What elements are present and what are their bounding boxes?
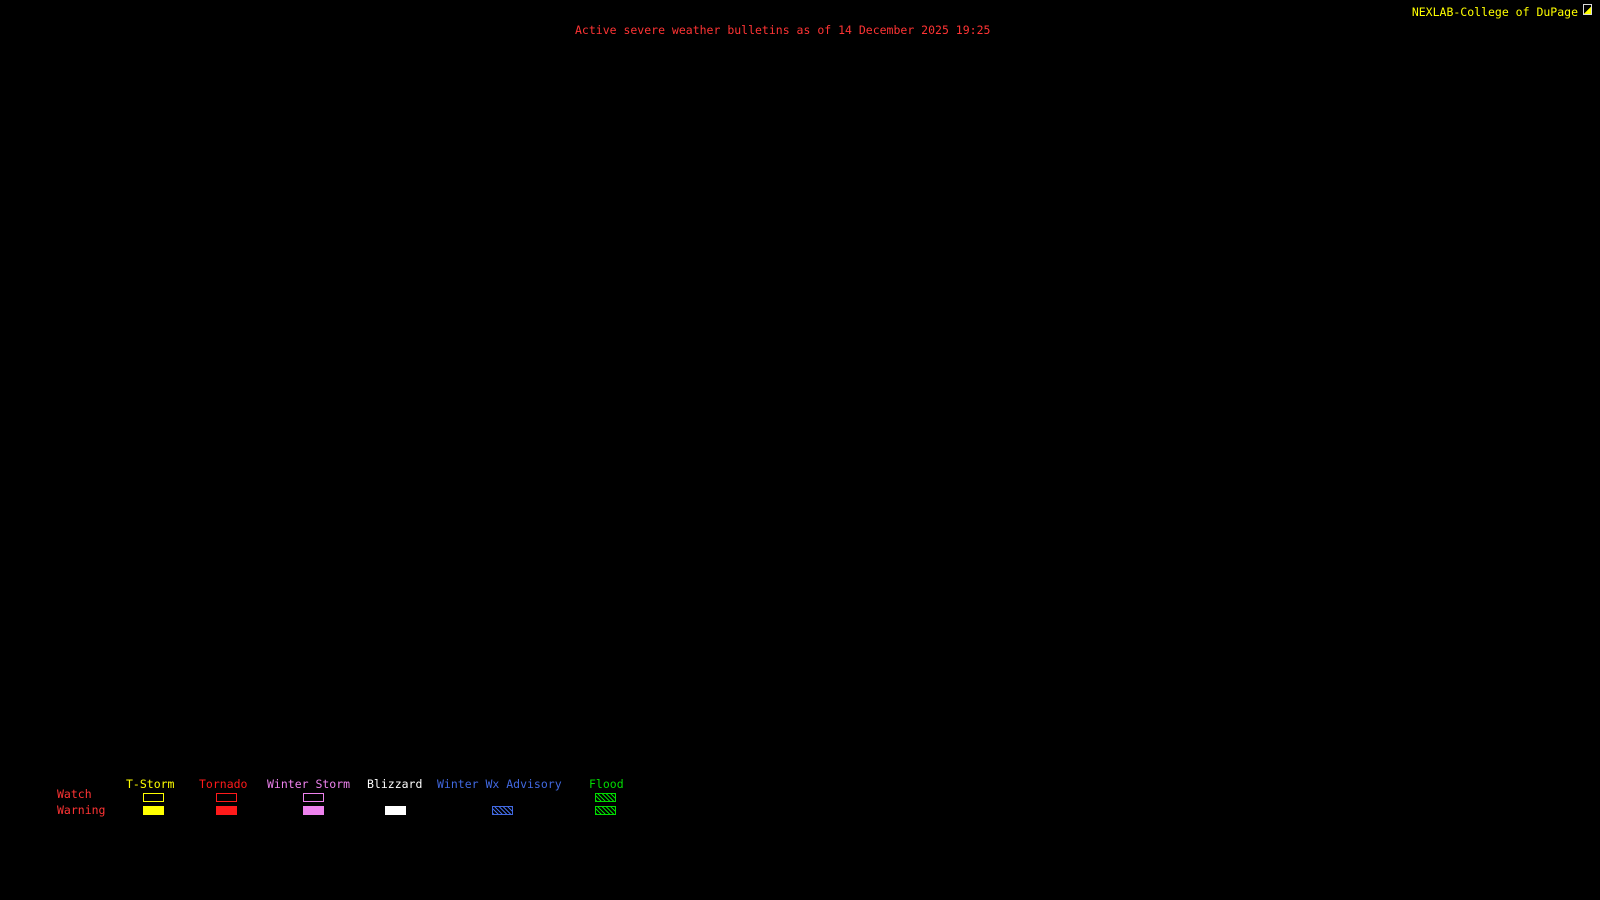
legend-label-tornado: Tornado <box>199 777 248 791</box>
flood-watch-swatch <box>595 793 616 802</box>
blizzard-warning-swatch <box>385 806 406 815</box>
tornado-warning-swatch <box>216 806 237 815</box>
legend-label-flood: Flood <box>589 777 624 791</box>
legend-label-winter-wx-advisory: Winter Wx Advisory <box>437 777 562 791</box>
legend-label-tstorm: T-Storm <box>126 777 175 791</box>
warning-row-label: Warning <box>57 803 106 817</box>
winter-wx-advisory-warning-swatch <box>492 806 513 815</box>
station-id: NEXLAB-College of DuPage <box>1411 5 1578 19</box>
flood-warning-swatch <box>595 806 616 815</box>
winter-storm-watch-swatch <box>303 793 324 802</box>
bulletin-title: Active severe weather bulletins as of 14… <box>575 23 991 37</box>
legend-label-winter-storm: Winter Storm <box>267 777 351 791</box>
tstorm-warning-swatch <box>143 806 164 815</box>
tornado-watch-swatch <box>216 793 237 802</box>
legend-label-blizzard: Blizzard <box>367 777 423 791</box>
tstorm-watch-swatch <box>143 793 164 802</box>
station-logo-icon <box>1583 4 1592 15</box>
winter-storm-warning-swatch <box>303 806 324 815</box>
watch-row-label: Watch <box>57 787 92 801</box>
